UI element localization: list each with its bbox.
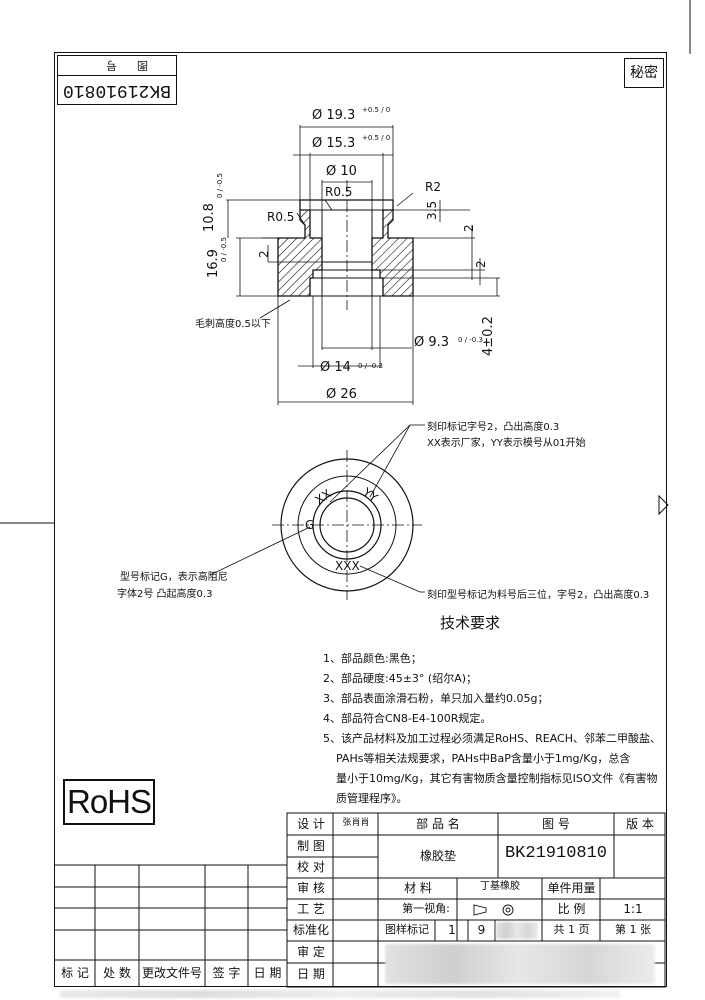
req-item-3: 3、部品表面涂滑石粉，单只加入量约0.05g； [323, 692, 549, 705]
burr-note: 毛刺高度0.5以下 [195, 319, 271, 330]
tb-drawing-no: BK21910810 [504, 844, 608, 863]
dim-r05b: R0.5 [325, 185, 353, 199]
tb-process-label: 工 艺 [297, 902, 325, 916]
dim-step-dia: Ø 14 [320, 360, 351, 375]
callout-top-2: XX表示厂家，YY表示模号从01开始 [427, 438, 586, 449]
tb-review-label: 审 核 [297, 881, 325, 895]
req-item-4: 4、部品符合CN8-E4-100R规定。 [323, 712, 492, 725]
mark-g: G [305, 518, 315, 532]
tb-rev-doc: 更改文件号 [141, 966, 202, 980]
dim-step-tol: 0 / -0.3 [358, 362, 383, 370]
tb-rev-count: 处 数 [103, 966, 131, 980]
tb-scale: 1:1 [623, 902, 643, 916]
dim-height-top-tol: 0 / -0.5 [216, 173, 224, 198]
tb-standard-label: 标准化 [292, 923, 329, 937]
tb-scale-label: 比 例 [557, 902, 586, 916]
tb-material: 丁基橡胶 [480, 881, 520, 892]
dim-2c: 2 [257, 250, 271, 258]
callout-left-1: 型号标记G，表示高阻尼 [120, 572, 228, 583]
dim-outer-top: Ø 19.3 [312, 108, 356, 123]
redacted-footer [60, 990, 620, 998]
callout-top-1: 刻印标记字号2，凸出高度0.3 [427, 422, 560, 433]
requirements-title: 技术要求 [440, 614, 501, 632]
tb-view-label: 第一视角: [402, 902, 450, 915]
tb-approve-label: 审 定 [297, 945, 325, 959]
req-item-2: 2、部品硬度:45±3° (绍尔A)； [323, 672, 478, 685]
dim-step-h: 4±0.2 [481, 316, 496, 356]
tb-page-no: 第 1 张 [615, 923, 651, 936]
redacted-area [496, 922, 538, 939]
dim-r05a: R0.5 [267, 210, 295, 224]
redacted-company-block [385, 944, 655, 984]
tb-unit-qty-label: 单件用量 [547, 881, 596, 895]
tb-designer: 张肖肖 [342, 818, 370, 828]
tb-part-name-label: 部 品 名 [416, 817, 460, 831]
section-right-hatch [371, 209, 414, 297]
dim-outer-top-tol: +0.5 / 0 [362, 106, 391, 114]
dim-inner-top: Ø 15.3 [312, 136, 356, 151]
tb-drafting-label: 制 图 [297, 839, 325, 853]
dim-inner-top-tol: +0.5 / 0 [362, 134, 391, 142]
tb-drawing-no-label: 图 号 [542, 817, 570, 831]
tb-check-label: 校 对 [297, 860, 325, 874]
tb-rev-mark: 标 记 [61, 966, 89, 980]
callout-left-2: 字体2号 凸起高度0.3 [117, 589, 213, 600]
rohs-mark: RoHS [63, 779, 155, 825]
tb-date-label: 日 期 [297, 967, 325, 981]
tb-version-label: 版 本 [626, 817, 654, 831]
tb-rev-sign: 签 字 [212, 966, 241, 980]
tb-sample-label: 图样标记 [385, 923, 429, 936]
dim-bore: Ø 9.3 [414, 335, 450, 350]
req-item-5b: PAHs等相关法规要求，PAHs中BaP含量小于1mg/Kg，总含 [336, 752, 631, 765]
dim-bore-tol: 0 / -0.3 [458, 336, 483, 344]
dim-height-total-tol: 0 / -0.5 [220, 237, 228, 262]
req-item-5: 5、该产品材料及加工过程必须满足RoHS、REACH、邻苯二甲酸盐、 [323, 732, 662, 745]
dim-hole: Ø 10 [326, 164, 357, 179]
tb-part-name: 橡胶垫 [419, 849, 456, 863]
callout-bottom: 刻印型号标记为料号后三位，字号2，凸出高度0.3 [427, 590, 650, 601]
tb-rev-date: 日 期 [253, 966, 282, 980]
dim-2b: 2 [474, 260, 488, 268]
tb-sample-a: 1 [448, 923, 456, 937]
dim-base: Ø 26 [326, 387, 357, 402]
dim-35: 3.5 [425, 200, 439, 220]
tb-sample-b: 9 [477, 923, 486, 937]
tb-material-label: 材 料 [404, 881, 432, 895]
tb-design-label: 设 计 [297, 817, 325, 831]
dim-height-total: 16.9 [206, 249, 221, 278]
req-item-1: 1、部品颜色:黑色； [323, 652, 422, 665]
tb-total-pages: 共 1 页 [553, 923, 590, 936]
dim-height-top: 10.8 [202, 203, 217, 232]
dim-r2: R2 [425, 180, 441, 194]
mark-xxx: XXX [335, 559, 360, 573]
req-item-5c: 量小于10mg/Kg，其它有害物质含量控制指标见ISO文件《有害物 [336, 772, 658, 785]
dim-2a: 2 [462, 224, 476, 232]
confidential-label: 秘密 [624, 58, 664, 88]
req-item-5d: 质管理程序》。 [336, 792, 408, 805]
